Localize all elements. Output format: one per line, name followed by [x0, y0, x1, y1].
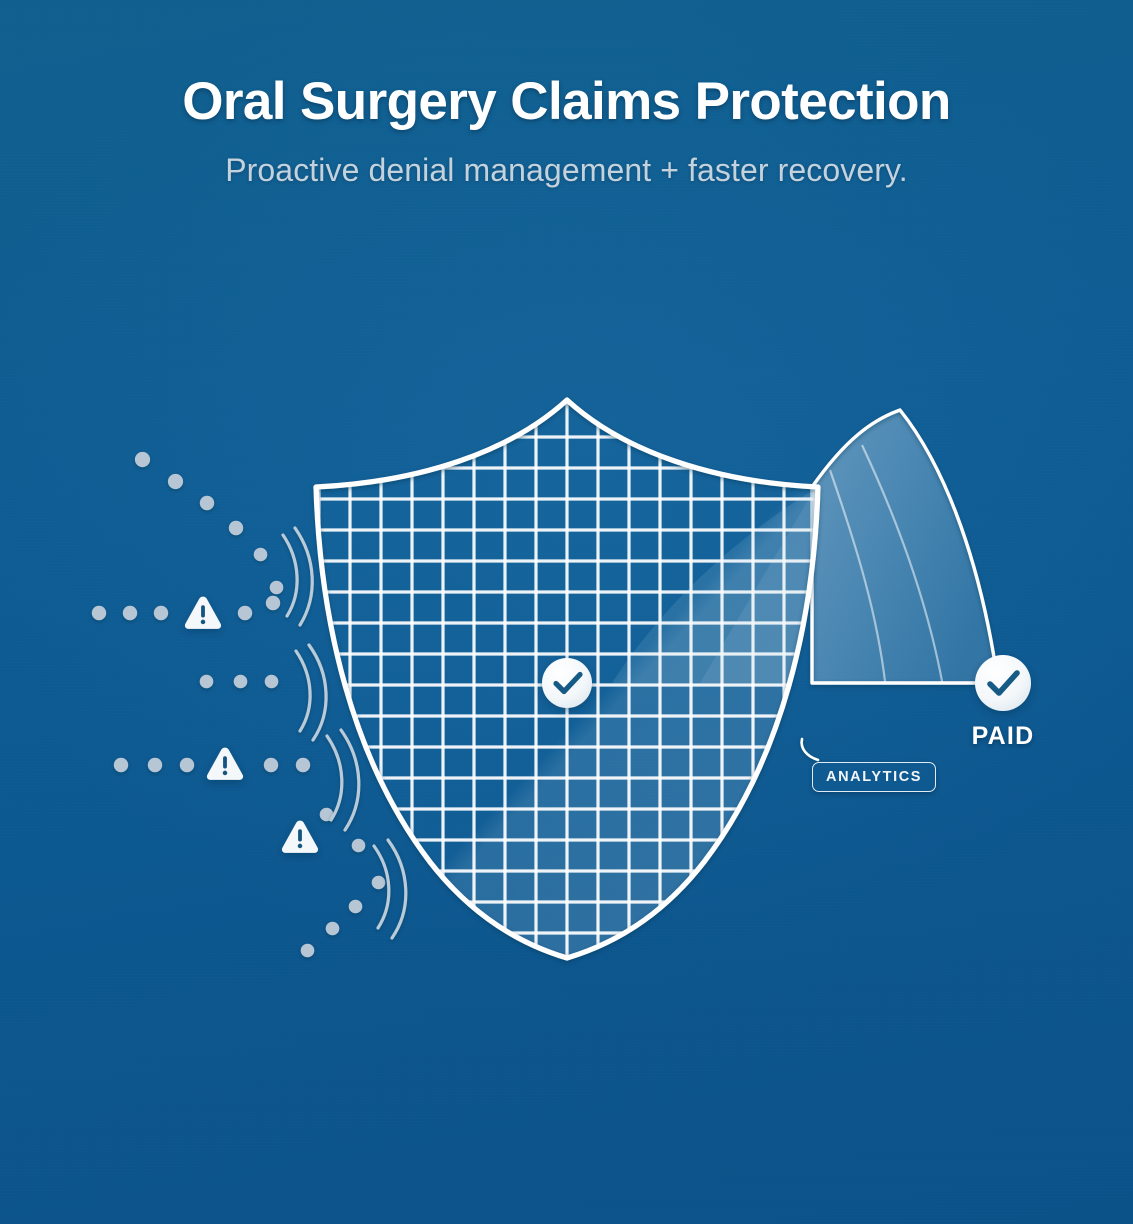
warning-triangle-icon — [206, 747, 244, 780]
paid-check-badge[interactable] — [975, 655, 1031, 711]
warning-triangle-icon — [184, 596, 222, 629]
page-title: Oral Surgery Claims Protection — [182, 72, 951, 131]
deflection-arcs — [281, 526, 408, 940]
analytics-beam — [810, 408, 1000, 685]
particle-trail-2 — [91, 595, 281, 621]
analytics-leader-line — [800, 737, 820, 762]
deflection-arc-2 — [294, 643, 328, 742]
particle-trail-3 — [199, 674, 279, 689]
deflection-arc-3 — [325, 728, 361, 832]
header-block: Oral Surgery Claims Protection Proactive… — [0, 0, 1133, 189]
threat-warning-icons — [184, 596, 319, 853]
particle-trail-1 — [134, 451, 284, 595]
analytics-chip-label: ANALYTICS — [826, 769, 923, 785]
check-icon — [553, 671, 583, 695]
paid-label: PAID — [971, 722, 1035, 750]
check-icon — [987, 670, 1020, 696]
deflection-arc-1 — [281, 526, 314, 627]
page-subtitle: Proactive denial management + faster rec… — [225, 151, 908, 188]
deflection-arc-4 — [372, 838, 408, 940]
shield-center-check-badge[interactable] — [542, 658, 592, 708]
warning-triangle-icon — [281, 820, 319, 853]
analytics-chip[interactable]: ANALYTICS — [812, 762, 937, 792]
particle-trail-5 — [300, 807, 386, 958]
